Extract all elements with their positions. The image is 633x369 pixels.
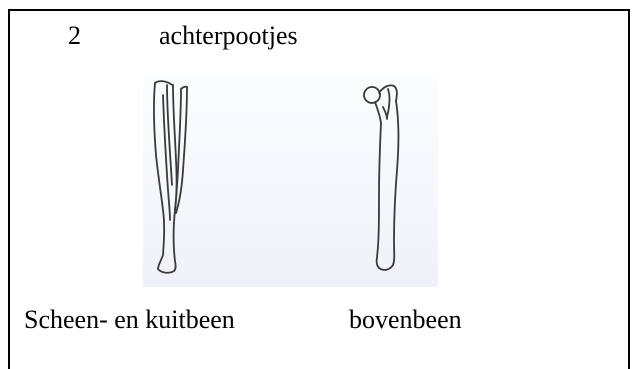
item-number: 2 (68, 20, 81, 52)
bone-illustration (143, 75, 438, 287)
tibia-fibula-drawing (154, 81, 187, 273)
caption-tibia-fibula: Scheen- en kuitbeen (24, 304, 235, 336)
caption-femur: bovenbeen (349, 304, 462, 336)
femur-drawing (364, 85, 398, 270)
bone-drawing-svg (143, 75, 438, 287)
item-heading: achterpootjes (159, 20, 298, 52)
